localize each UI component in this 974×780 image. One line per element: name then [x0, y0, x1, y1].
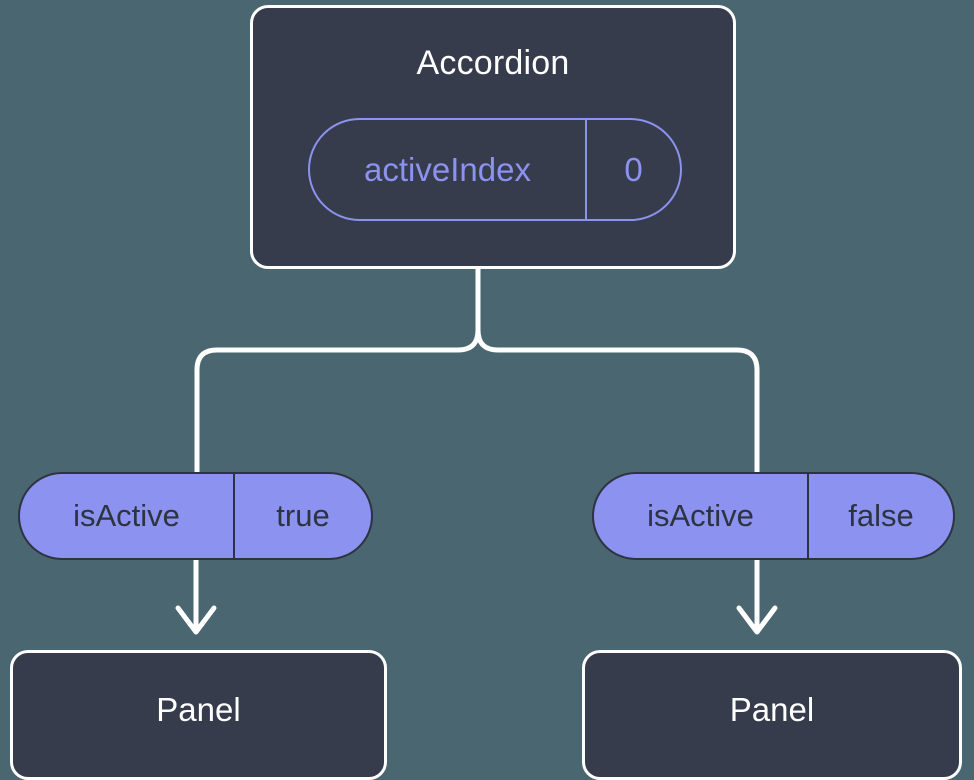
panel-node-left-title: Panel: [156, 690, 241, 728]
isactive-badge-right-key: isActive: [594, 474, 809, 558]
isactive-badge-right[interactable]: isActive false: [592, 472, 955, 560]
panel-node-right[interactable]: Panel: [582, 650, 962, 780]
fork-connector-right: [475, 266, 760, 475]
activeindex-prop-badge[interactable]: activeIndex 0: [308, 118, 682, 221]
panel-node-left[interactable]: Panel: [10, 650, 387, 780]
panel-node-right-title: Panel: [729, 690, 815, 728]
activeindex-prop-value: 0: [624, 150, 643, 188]
isactive-badge-right-value: false: [848, 498, 914, 533]
arrow-head-left: [175, 605, 217, 635]
arrow-head-right: [736, 605, 778, 635]
isactive-badge-left-value: true: [276, 498, 330, 533]
activeindex-prop-key: activeIndex: [310, 120, 587, 219]
isactive-badge-left[interactable]: isActive true: [18, 472, 373, 560]
isactive-badge-left-key: isActive: [20, 474, 235, 558]
accordion-title: Accordion: [416, 44, 570, 82]
fork-connector: [194, 266, 481, 475]
